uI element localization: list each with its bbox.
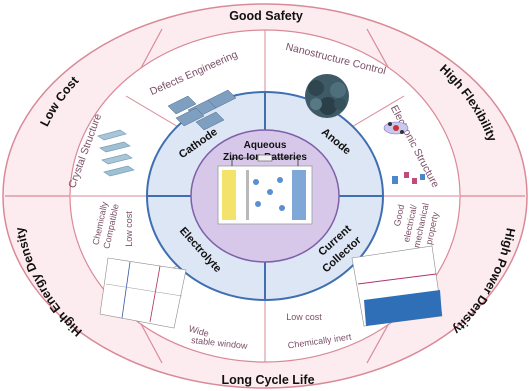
crystal-structure-image bbox=[97, 129, 135, 177]
electronic-structure-image bbox=[383, 121, 425, 184]
nanoflower-image bbox=[305, 74, 349, 118]
collector-low-cost-label: Low cost bbox=[286, 312, 322, 322]
defects-lattice-image bbox=[167, 89, 237, 131]
battery-schematic-image bbox=[217, 154, 313, 225]
electrolyte-low-cost-label: Low cost bbox=[124, 211, 134, 247]
long-cycle-life-label: Long Cycle Life bbox=[221, 373, 314, 387]
collector-chart-image bbox=[351, 245, 443, 327]
voltage-window-chart-image bbox=[99, 257, 187, 329]
center-title-line1: Aqueous bbox=[244, 140, 287, 151]
inner-dividers bbox=[147, 92, 383, 300]
good-safety-label: Good Safety bbox=[229, 9, 303, 23]
good-property-line1: Good bbox=[392, 204, 406, 228]
